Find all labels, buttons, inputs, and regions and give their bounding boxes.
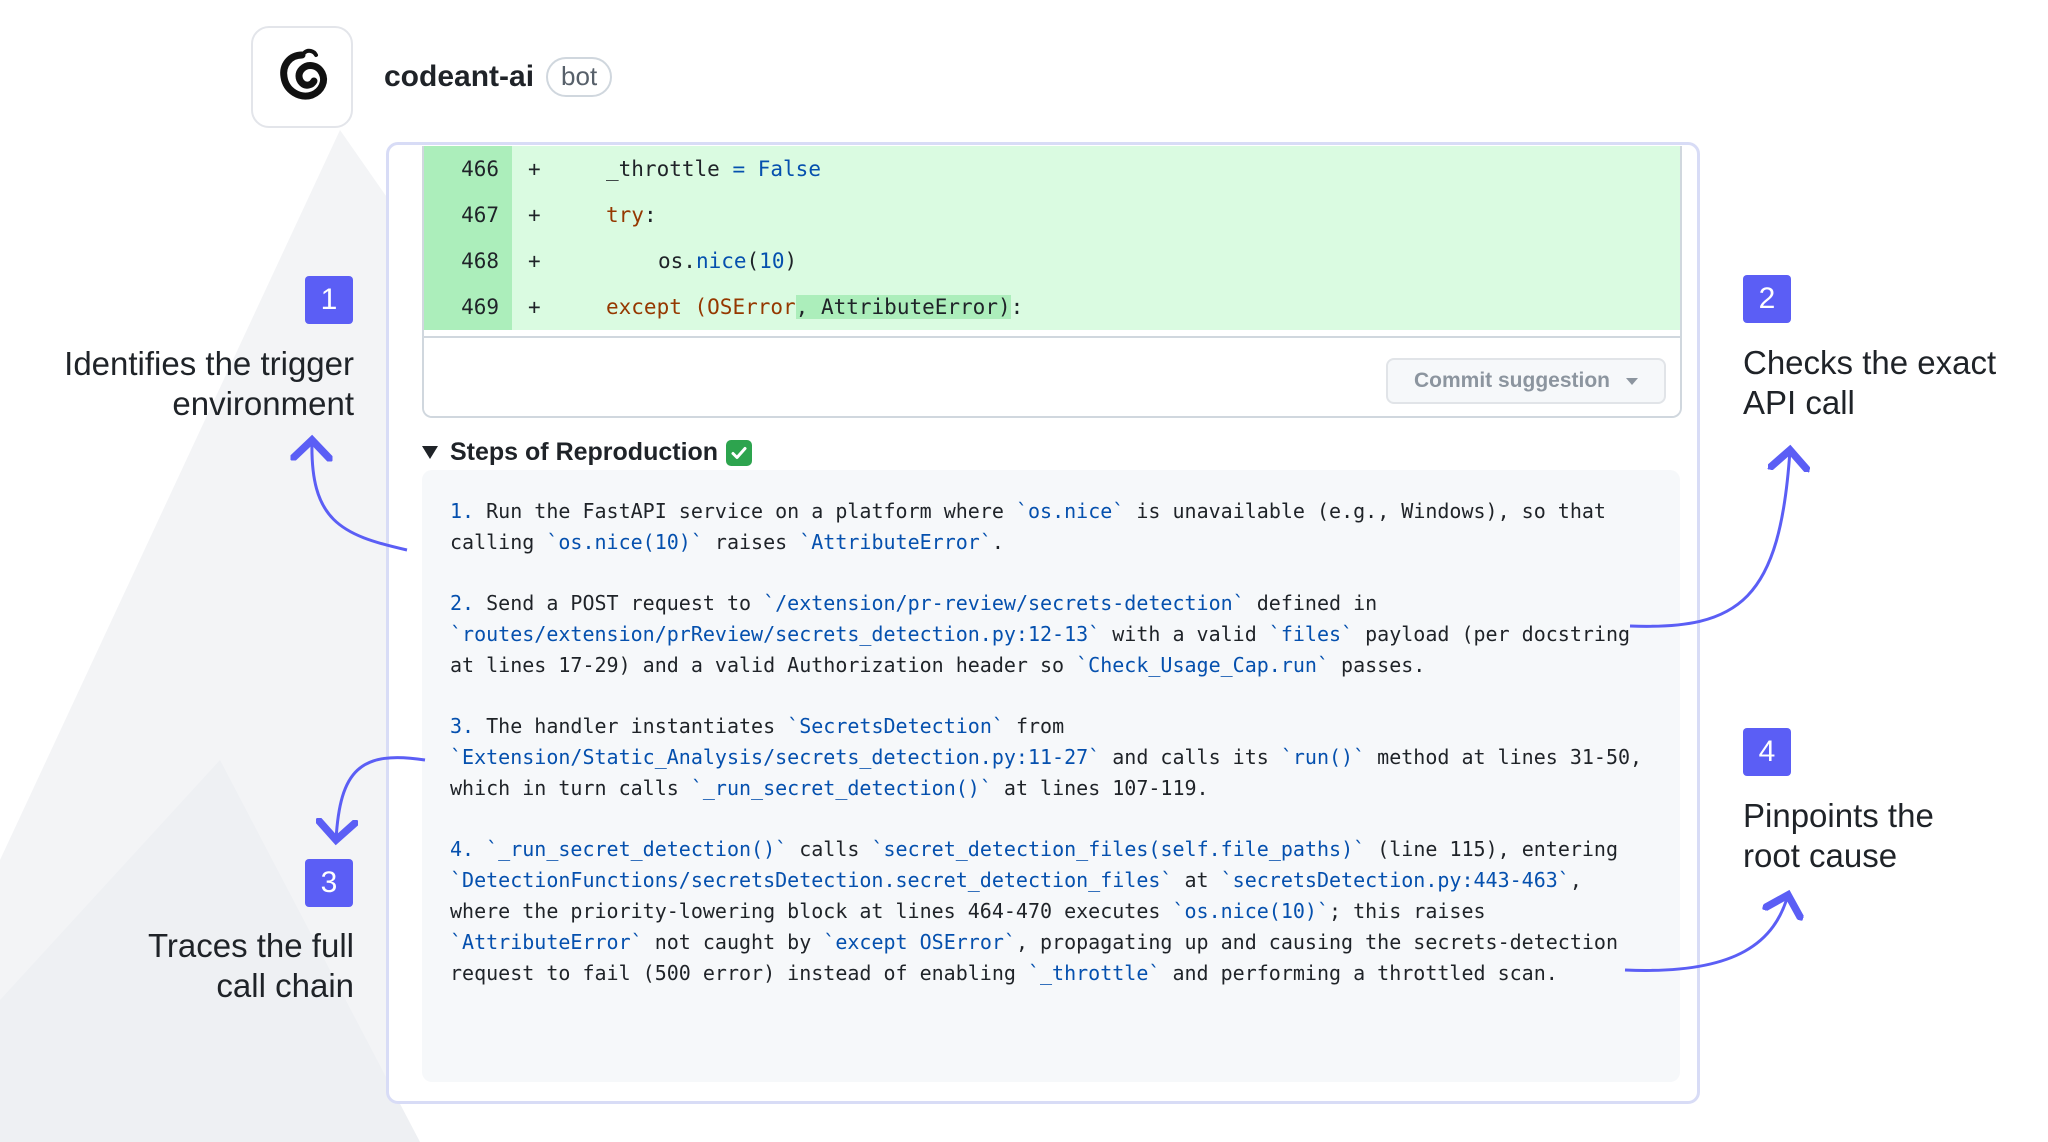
annotation-3-line1: Traces the full — [147, 927, 354, 964]
check-mark-icon — [726, 439, 753, 466]
annotation-2-line2: API call — [1743, 384, 1855, 421]
line-number: 469 — [424, 284, 512, 330]
annotation-badge-1: 1 — [305, 276, 353, 324]
annotation-badge-2: 2 — [1743, 275, 1791, 323]
diff-line: 469 + except (OSError, AttributeError): — [424, 284, 1680, 330]
diff-line: 467 + try: — [424, 192, 1680, 238]
annotation-1-line2: environment — [172, 385, 354, 422]
suggested-change: 466 + _throttle = False 467 + try: 468 +… — [422, 146, 1682, 418]
diff-code: except (OSError, AttributeError): — [606, 295, 1024, 319]
diff-line: 466 + _throttle = False — [424, 146, 1680, 192]
annotation-4-line1: Pinpoints the — [1743, 797, 1934, 834]
bot-avatar[interactable] — [251, 26, 353, 128]
summary-label: Steps of Reproduction — [450, 438, 719, 466]
annotation-3-text: Traces the full call chain — [20, 926, 354, 1006]
suggestion-footer: Commit suggestion — [424, 336, 1680, 416]
reproduction-step: 3. The handler instantiates `SecretsDete… — [450, 714, 1643, 800]
annotation-2-line1: Checks the exact — [1743, 344, 1997, 381]
disclosure-triangle-icon[interactable] — [422, 446, 438, 459]
diff-sign: + — [528, 295, 541, 319]
diff-code: _throttle = False — [606, 157, 821, 181]
reproduction-step: 2. Send a POST request to `/extension/pr… — [450, 591, 1631, 677]
annotation-4-text: Pinpoints the root cause — [1743, 796, 2043, 876]
comment-author: codeant-ai bot — [384, 57, 613, 97]
commit-suggestion-button[interactable]: Commit suggestion — [1386, 358, 1666, 404]
author-name[interactable]: codeant-ai — [384, 60, 535, 93]
annotation-badge-4: 4 — [1743, 728, 1791, 776]
line-number: 468 — [424, 238, 512, 284]
annotation-2-text: Checks the exact API call — [1743, 343, 2043, 423]
line-number: 467 — [424, 192, 512, 238]
caret-down-icon[interactable] — [1626, 377, 1638, 385]
reproduction-step: 1. Run the FastAPI service on a platform… — [450, 499, 1606, 554]
steps-of-reproduction-summary[interactable]: Steps of Reproduction — [422, 438, 753, 467]
diff-line: 468 + os.nice(10) — [424, 238, 1680, 284]
line-number: 466 — [424, 146, 512, 192]
codeant-logo-icon — [280, 48, 328, 100]
commit-suggestion-label: Commit suggestion — [1413, 369, 1610, 392]
annotation-badge-3: 3 — [305, 859, 353, 907]
reproduction-steps-block: 1. Run the FastAPI service on a platform… — [422, 470, 1680, 1082]
diff-sign: + — [528, 157, 541, 181]
diff-sign: + — [528, 203, 541, 227]
annotation-4-line2: root cause — [1743, 837, 1898, 874]
diff-code: os.nice(10) — [658, 249, 798, 273]
diff-sign: + — [528, 249, 541, 273]
annotation-1-text: Identifies the trigger environment — [20, 344, 354, 424]
reproduction-step: 4. `_run_secret_detection()` calls `secr… — [450, 837, 1619, 985]
annotation-3-line2: call chain — [216, 967, 354, 1004]
bot-badge: bot — [546, 57, 613, 97]
diff-code: try: — [606, 203, 657, 227]
annotation-1-line1: Identifies the trigger — [64, 345, 354, 382]
